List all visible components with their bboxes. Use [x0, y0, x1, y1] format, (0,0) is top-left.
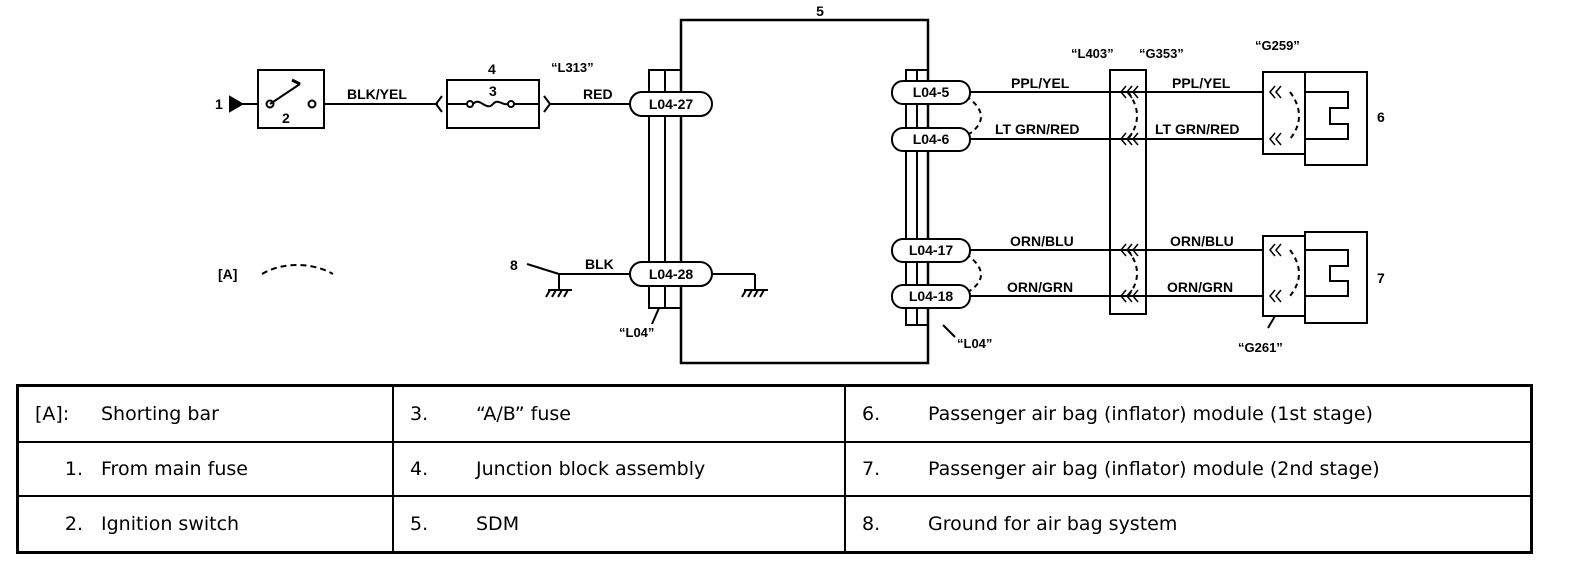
module-1st-stage: [1304, 71, 1368, 166]
wire-orn-grn-2: ORN/GRN: [1167, 279, 1233, 295]
legend-key: [A]:: [35, 402, 70, 425]
legend-text: Junction block assembly: [476, 457, 706, 480]
legend-row: [A]: Shorting bar 3. “A/B” fuse 6. Passenge…: [16, 384, 1533, 443]
ignition-switch-box: [257, 69, 325, 129]
num-module-1st: 6: [1377, 109, 1385, 125]
legend-cell: 6. Passenger air bag (inflator) module (1…: [844, 384, 1533, 443]
legend-text: SDM: [476, 513, 520, 536]
wire-ltgrn-red-2: LT GRN/RED: [1155, 121, 1240, 137]
num-fuse: 3: [489, 83, 497, 99]
legend-text: Passenger air bag (inflator) module (2nd…: [928, 457, 1380, 480]
wire-ltgrn-red-1: LT GRN/RED: [995, 121, 1080, 137]
legend-text: Shorting bar: [101, 402, 219, 425]
terminal-l04-6: [891, 127, 971, 152]
legend-text: Ground for air bag system: [928, 513, 1178, 536]
tag-l04-right: “L04”: [957, 336, 992, 351]
label-l04-28: L04-28: [649, 266, 694, 282]
wire-ppl-yel-1: PPL/YEL: [1011, 75, 1070, 91]
wire-ppl-yel-2: PPL/YEL: [1172, 75, 1231, 91]
sdm-box: [679, 18, 930, 365]
wire-blk-yel: BLK/YEL: [347, 86, 407, 102]
terminal-l04-27: [629, 91, 713, 117]
legend-key: 5.: [410, 513, 429, 536]
legend-key: 8.: [862, 513, 881, 536]
tag-g259: “G259”: [1255, 38, 1300, 53]
connector-g259: [1262, 71, 1306, 155]
legend-key: 2.: [64, 513, 83, 536]
wire-orn-blu-1: ORN/BLU: [1010, 233, 1074, 249]
num-from-main-fuse: 1: [215, 96, 223, 112]
label-l04-27: L04-27: [649, 96, 694, 112]
legend-shorting-bar: [261, 264, 334, 275]
legend-key: 4.: [410, 457, 429, 480]
terminal-l04-5: [891, 80, 971, 105]
legend-row: 1. From main fuse 4. Junction block assemb…: [16, 440, 1533, 498]
label-l04-6: L04-6: [913, 131, 950, 147]
legend-key: 6.: [862, 402, 881, 425]
legend-text: “A/B” fuse: [476, 402, 571, 425]
wire-orn-blu-2: ORN/BLU: [1170, 233, 1234, 249]
tag-l403: “L403”: [1071, 46, 1114, 61]
legend-row: 2. Ignition switch 5. SDM 8. Ground for air…: [16, 495, 1533, 554]
legend-key: 3.: [410, 402, 429, 425]
tag-l313: “L313”: [551, 60, 594, 75]
label-l04-18: L04-18: [909, 288, 954, 304]
num-ignition-switch: 2: [282, 110, 290, 126]
shorting-bar-key: [A]: [218, 266, 237, 282]
legend-cell: 1. From main fuse: [16, 440, 394, 498]
legend-cell: 4. Junction block assembly: [392, 440, 846, 498]
label-l04-5: L04-5: [913, 84, 950, 100]
terminal-l04-17: [891, 238, 971, 263]
module-2nd-stage: [1304, 231, 1368, 324]
tag-l04-left: “L04”: [619, 325, 654, 340]
terminal-l04-18: [891, 284, 971, 309]
legend-key: 1.: [64, 457, 83, 480]
legend-cell: 8. Ground for air bag system: [844, 495, 1533, 554]
legend-cell: 2. Ignition switch: [16, 495, 394, 554]
legend-table: [A]: Shorting bar 3. “A/B” fuse 6. Passenge…: [16, 384, 1533, 554]
legend-cell: 5. SDM: [392, 495, 846, 554]
legend-text: Ignition switch: [101, 513, 240, 536]
fuse-symbol: [472, 100, 509, 108]
legend-text: Passenger air bag (inflator) module (1st…: [928, 402, 1373, 425]
legend-cell: 3. “A/B” fuse: [392, 384, 846, 443]
connector-l403-g353: [1109, 69, 1147, 315]
num-ground: 8: [510, 257, 518, 273]
legend-cell: 7. Passenger air bag (inflator) module (2…: [844, 440, 1533, 498]
num-module-2nd: 7: [1377, 270, 1385, 286]
num-junction-block: 4: [488, 61, 496, 77]
shorting-bar-l403-2: [1127, 249, 1138, 297]
tag-g353: “G353”: [1139, 46, 1184, 61]
from-main-fuse-arrow: [229, 95, 244, 113]
shorting-bar-l403: [1127, 91, 1138, 140]
wiring-diagram: L04-27 L04-28 L04-5 L04-6 L04-17 L04-18 …: [215, 3, 1385, 365]
legend-text: From main fuse: [101, 457, 248, 480]
wire-orn-grn-1: ORN/GRN: [1007, 279, 1073, 295]
tag-g261: “G261”: [1238, 340, 1283, 355]
label-l04-17: L04-17: [909, 242, 954, 258]
num-sdm: 5: [816, 3, 824, 19]
terminal-l04-28: [629, 261, 713, 287]
legend-key: 7.: [862, 457, 881, 480]
wire-blk: BLK: [585, 256, 614, 272]
legend-cell: [A]: Shorting bar: [16, 384, 394, 443]
wire-red: RED: [583, 86, 613, 102]
